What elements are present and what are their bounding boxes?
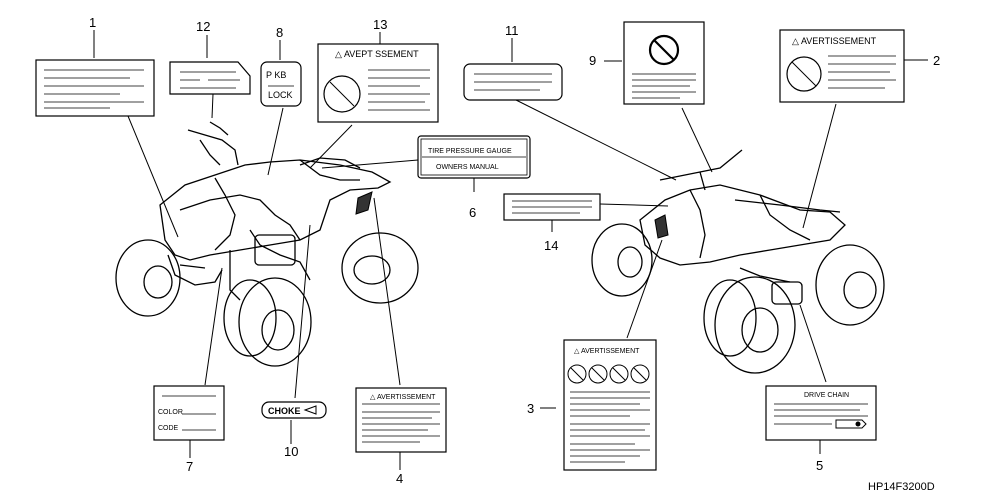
label-8: P KB LOCK [260, 61, 302, 107]
callout-9: 9 [589, 53, 596, 68]
callout-10: 10 [284, 444, 298, 459]
label-2: △ AVERTISSEMENT [779, 29, 905, 103]
label-13-title: △ AVEPT SSEMENT [335, 49, 419, 59]
label-6-line1: TIRE PRESSURE GAUGE [428, 148, 512, 155]
label-4: △ AVERTISSEMENT [355, 387, 447, 453]
label-4-title: △ AVERTISSEMENT [370, 394, 436, 401]
label-3-title: △ AVERTISSEMENT [574, 348, 640, 355]
callout-5: 5 [816, 458, 823, 473]
label-3: △ AVERTISSEMENT [563, 339, 657, 471]
label-7-color: COLOR [158, 409, 183, 416]
leader-lines [127, 60, 837, 399]
label-5-title: DRIVE CHAIN [804, 392, 849, 399]
callout-1: 1 [89, 15, 96, 30]
label-13: △ AVEPT SSEMENT [317, 43, 439, 123]
callout-7: 7 [186, 459, 193, 474]
atv-rear-view [591, 149, 885, 374]
label-9 [623, 21, 705, 105]
diagram-code: HP14F3200D [868, 481, 935, 493]
label-10: CHOKE [261, 401, 327, 419]
label-6-line2: OWNERS MANUAL [436, 164, 499, 171]
callout-14: 14 [544, 238, 558, 253]
label-11 [463, 63, 563, 101]
label-10-text: CHOKE [268, 406, 301, 416]
callout-2: 2 [933, 53, 940, 68]
label-6: TIRE PRESSURE GAUGE OWNERS MANUAL [417, 135, 531, 179]
label-8-line1: P KB [266, 70, 286, 80]
callout-13: 13 [373, 17, 387, 32]
atv-front-view [115, 121, 419, 367]
callout-3: 3 [527, 401, 534, 416]
label-7-code: CODE [158, 425, 179, 432]
callout-6: 6 [469, 205, 476, 220]
label-8-line2: LOCK [268, 90, 293, 100]
callout-11: 11 [505, 23, 519, 38]
label-5: DRIVE CHAIN [765, 385, 877, 441]
label-7: COLOR CODE [153, 385, 225, 441]
label-2-title: △ AVERTISSEMENT [792, 36, 877, 46]
callout-8: 8 [276, 25, 283, 40]
label-1 [35, 59, 155, 117]
label-14 [503, 193, 601, 221]
callout-numbers: 1 12 8 13 11 9 2 6 14 7 10 4 3 5 [89, 15, 940, 486]
callout-12: 12 [196, 19, 210, 34]
callout-4: 4 [396, 471, 403, 486]
label-12 [169, 61, 251, 95]
